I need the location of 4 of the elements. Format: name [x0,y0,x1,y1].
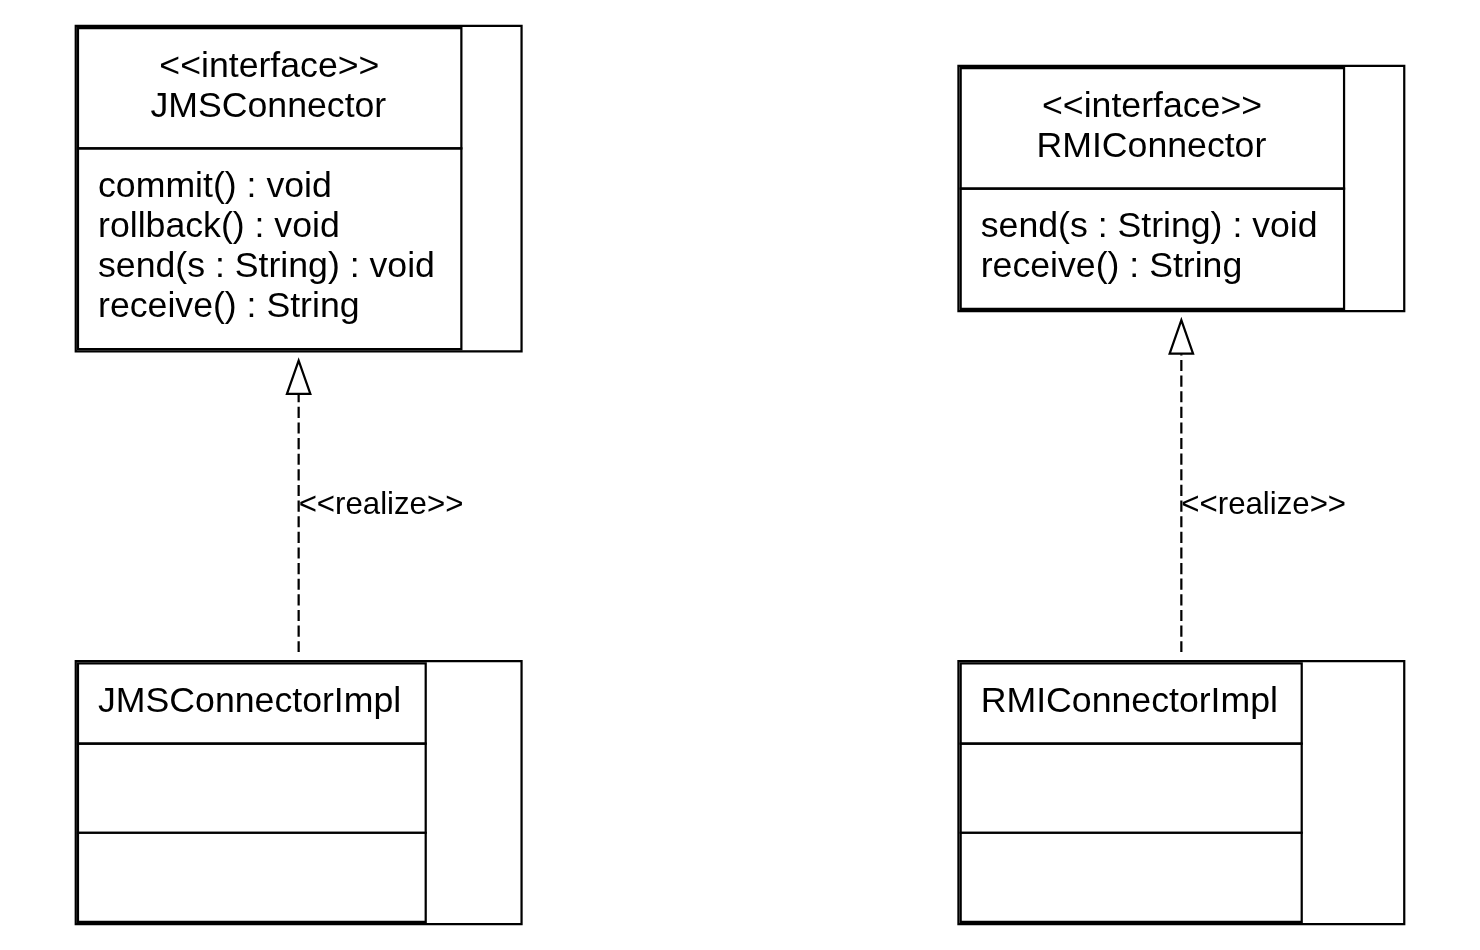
edge-label: <<realize>> [1181,486,1347,522]
arrow [1168,316,1195,653]
arrow [285,357,312,653]
edge-label: <<realize>> [298,486,464,522]
